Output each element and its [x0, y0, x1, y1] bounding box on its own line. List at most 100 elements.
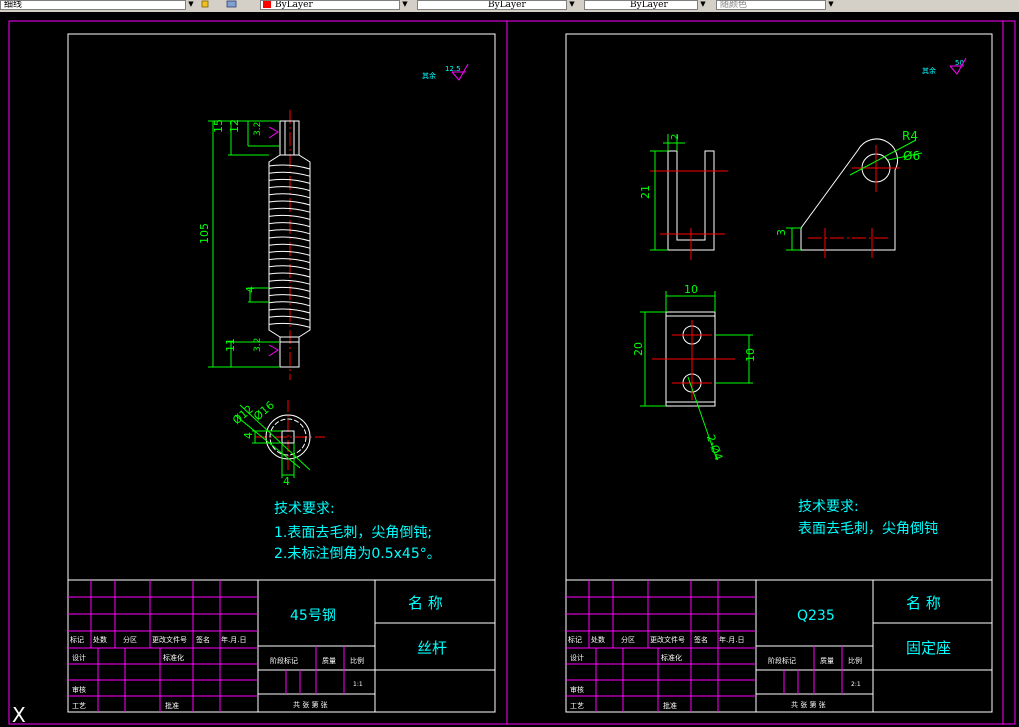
thread-line	[268, 294, 311, 300]
lineweight-dropdown-arrow[interactable]: ▼	[697, 0, 708, 10]
drawing-canvas[interactable]: 其余 12.5 15	[0, 12, 1019, 727]
left-row-label-doc: 更改文件号	[152, 635, 187, 644]
color-dropdown-arrow[interactable]: ▼	[399, 0, 410, 10]
thread-line	[268, 222, 311, 228]
dim-phi12: Ø12	[230, 403, 256, 428]
thread-line	[268, 315, 311, 321]
thread-line	[268, 308, 311, 314]
right-review-label: 审核	[570, 685, 584, 694]
thread-line	[268, 236, 311, 242]
right-design-label: 设计	[570, 653, 584, 662]
right-craft-label: 工艺	[570, 702, 584, 710]
thread-line	[268, 258, 311, 264]
top-view-dims	[640, 291, 753, 461]
thread-line	[268, 186, 311, 192]
right-weight-label: 质量	[820, 656, 834, 665]
sheet-left[interactable]: 其余 12.5 15	[67, 33, 496, 713]
thread-line	[268, 250, 311, 256]
dim-3: 3	[775, 229, 788, 236]
left-standard-label: 标准化	[163, 653, 184, 662]
plate-side-view	[800, 138, 900, 258]
u-bracket-dims	[650, 134, 685, 251]
lineweight-dropdown[interactable]: ByLayer	[584, 0, 708, 10]
left-name-label: 名 称	[408, 594, 443, 612]
shaft-section-view	[234, 400, 325, 478]
linetype-dropdown-arrow[interactable]: ▼	[566, 0, 577, 10]
plate-dims	[786, 139, 923, 251]
dim-15: 15	[212, 119, 225, 133]
dim-4-key-height: 4	[242, 432, 255, 439]
right-scale: 2:1	[851, 681, 861, 688]
right-title-block: Q235 名 称 固定座 标记 处数 分区 更改文件号 签名 年.月.日 设计 …	[565, 579, 993, 713]
layer-previous-icon[interactable]	[226, 0, 238, 10]
dim-phi6: Ø6	[903, 149, 920, 163]
left-tech-line-1: 1.表面去毛刺，尖角倒钝;	[274, 525, 432, 541]
thread-line	[268, 279, 311, 285]
dim-10-width: 10	[684, 283, 698, 296]
left-part-name: 丝杆	[417, 639, 447, 657]
right-name-label: 名 称	[906, 594, 941, 612]
left-roughness-symbol-icon	[451, 63, 469, 81]
roughness-top-icon	[268, 126, 279, 139]
right-row-label-count: 处数	[591, 635, 605, 644]
right-row-label-sign: 签名	[694, 635, 708, 644]
right-roughness-symbol-icon	[949, 57, 967, 75]
thread-line	[268, 286, 311, 292]
layer-manager-icon[interactable]	[201, 0, 213, 10]
shaft-dimension-lines	[208, 120, 280, 368]
right-row-label-zone: 分区	[621, 635, 635, 644]
left-sheets-label: 共 张 第 张	[293, 700, 328, 709]
outer-frame	[8, 20, 1016, 725]
thread-line	[268, 193, 311, 199]
left-row-label-mark: 标记	[70, 635, 84, 644]
thread-line	[268, 229, 311, 235]
thread-line	[268, 164, 311, 170]
thread-line	[268, 207, 311, 213]
dim-11: 11	[224, 338, 237, 352]
right-material: Q235	[797, 608, 835, 624]
thread-line	[268, 301, 311, 307]
left-stage-label: 阶段标记	[270, 656, 298, 665]
color-dropdown[interactable]: ByLayer	[260, 0, 410, 10]
thread-line	[268, 265, 311, 271]
layer-dropdown-arrow[interactable]: ▼	[185, 0, 196, 10]
dim-4-key-width: 4	[283, 475, 290, 488]
layer-dropdown[interactable]: 细线	[0, 0, 196, 10]
thread-line	[268, 214, 311, 220]
right-row-label-date: 年.月.日	[719, 635, 744, 644]
right-row-label-doc: 更改文件号	[650, 635, 685, 644]
u-bracket-view	[650, 150, 728, 260]
right-ratio-label: 比例	[848, 656, 862, 665]
plotstyle-dropdown-arrow[interactable]: ▼	[825, 0, 836, 10]
left-craft-label: 工艺	[72, 702, 86, 710]
dim-12: 12	[228, 119, 241, 133]
roughness-bottom-icon	[268, 344, 279, 357]
right-tech-title: 技术要求:	[798, 499, 859, 515]
right-standard-label: 标准化	[661, 653, 682, 662]
left-surface-value: 12.5	[445, 65, 461, 73]
left-surface-remark: 其余	[422, 71, 436, 80]
dim-4-pitch: 4	[244, 286, 257, 293]
left-approve-label: 批准	[165, 701, 179, 710]
thread-line	[268, 272, 311, 278]
left-material: 45号钢	[290, 608, 336, 624]
thread-line	[268, 243, 311, 249]
dim-105: 105	[198, 223, 211, 244]
linetype-dropdown[interactable]: ByLayer	[417, 0, 577, 10]
thread-line	[268, 200, 311, 206]
plotstyle-dropdown[interactable]: 随颜色	[716, 0, 836, 10]
left-design-label: 设计	[72, 653, 86, 662]
right-approve-label: 批准	[663, 701, 677, 710]
thread-line	[268, 178, 311, 184]
dim-2-phi4: 2-Ø4	[704, 433, 725, 462]
left-tech-line-2: 2.未标注倒角为0.5x45°。	[274, 546, 441, 562]
ucs-x-icon: X	[12, 703, 26, 727]
dim-20: 20	[632, 342, 645, 356]
sheet-right[interactable]: 其余 50 2 21	[565, 33, 993, 713]
properties-toolbar: 细线 ▼ ByLayer ▼ ByLayer ▼ ByLayer ▼ 随颜色 ▼	[0, 0, 1019, 12]
left-row-label-sign: 签名	[196, 635, 210, 644]
dim-10-holes: 10	[744, 348, 757, 362]
right-part-name: 固定座	[906, 639, 951, 657]
thread-line	[268, 322, 311, 328]
bracket-top-view	[652, 311, 735, 407]
